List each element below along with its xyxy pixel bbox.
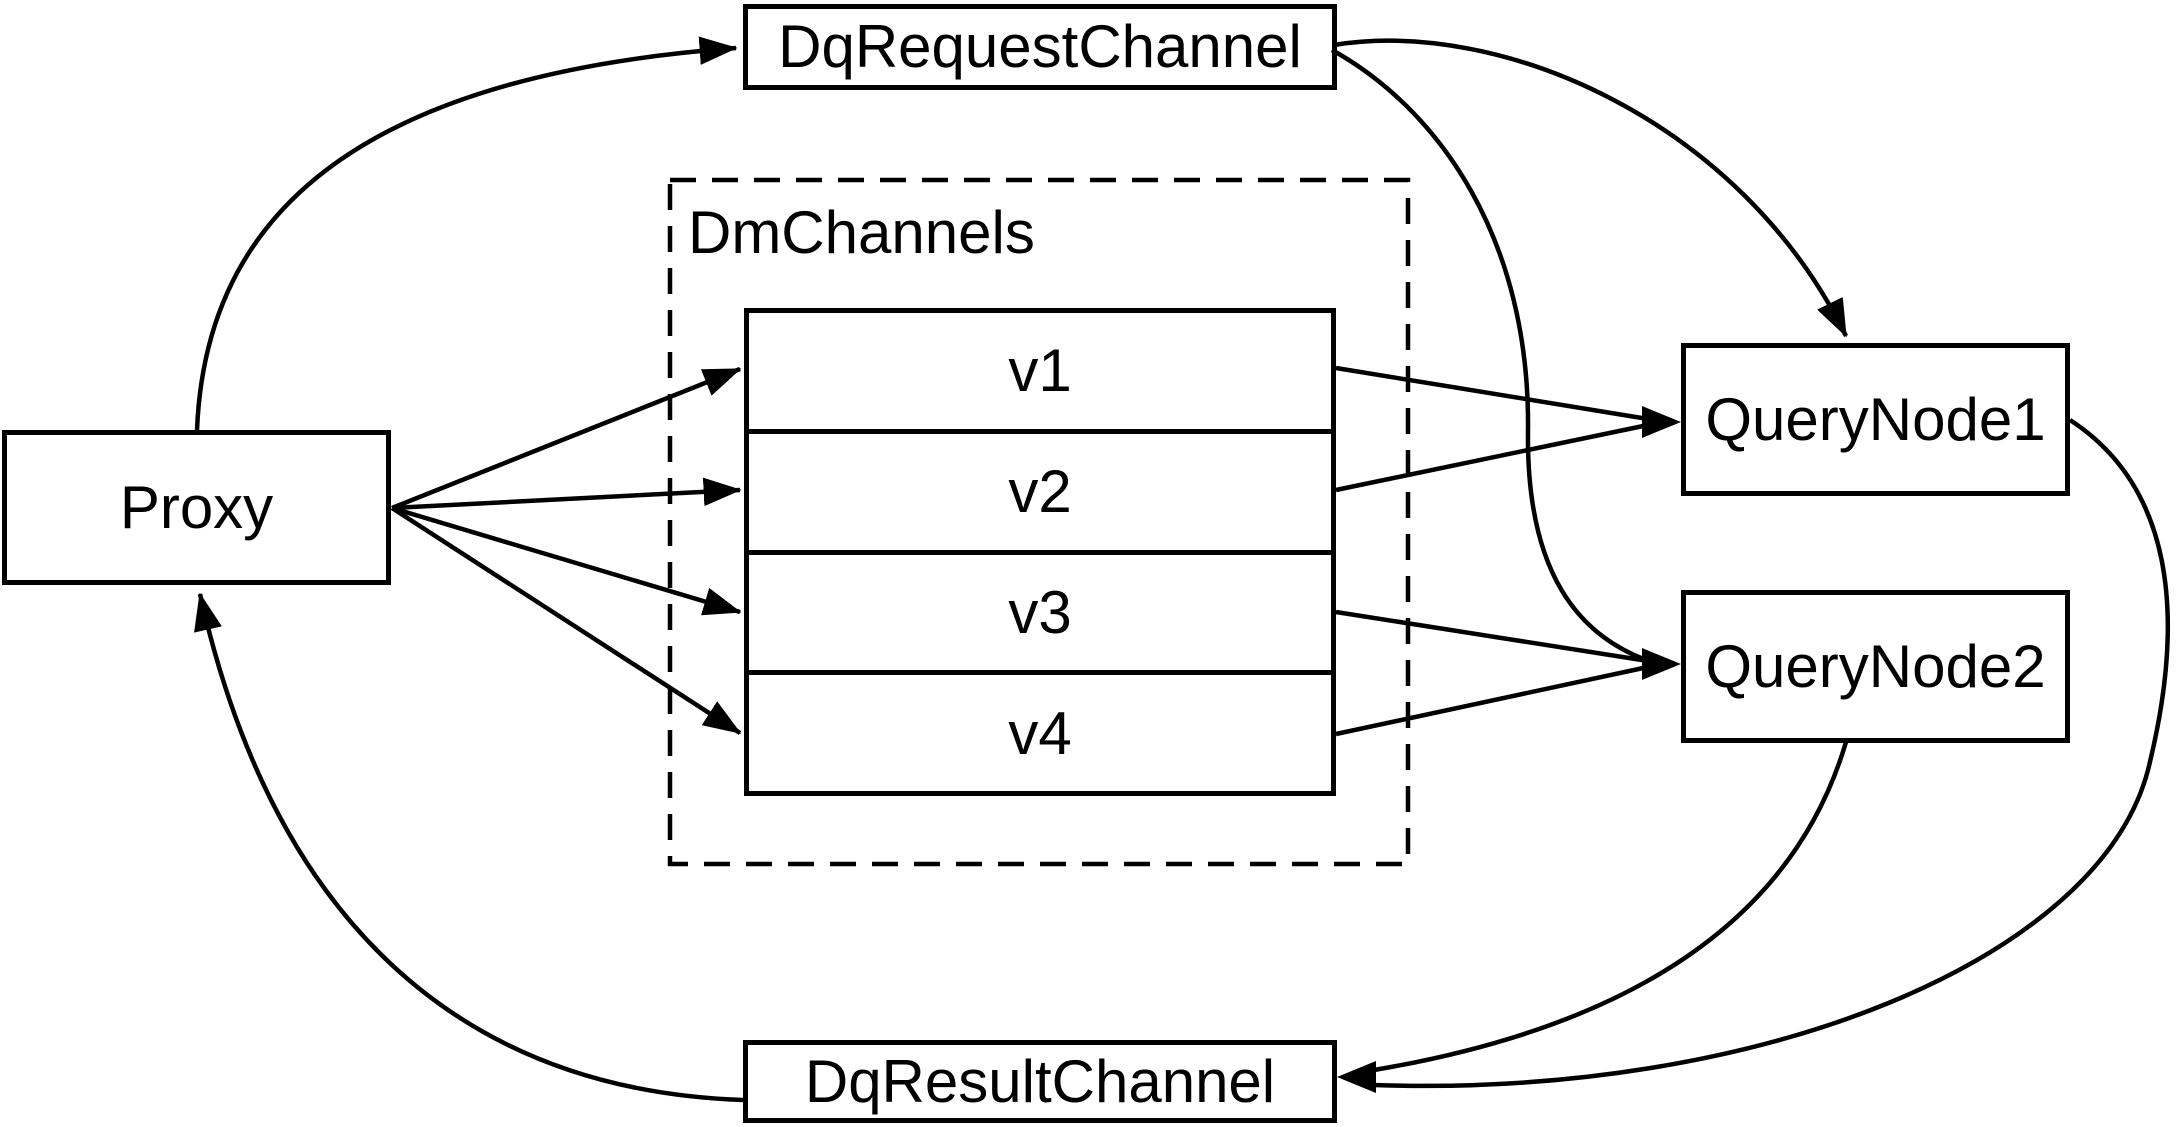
node-dqrequestchannel-label: DqRequestChannel [778, 13, 1302, 80]
channel-row-v2: v2 [749, 434, 1331, 555]
arrowhead-querynode2-left [1642, 648, 1681, 680]
edge-proxy-to-v3 [391, 505, 742, 616]
channel-row-v1: v1 [749, 313, 1331, 434]
edge-dqrequestchannel-to-querynode1 [1333, 38, 1849, 338]
dmchannels-group-label: DmChannels [688, 199, 1035, 266]
edge-querynode1-to-dqresultchannel [1373, 418, 2171, 1089]
node-dqresultchannel-label: DqResultChannel [804, 1047, 1276, 1115]
edge-v4-to-querynode2 [1335, 664, 1649, 737]
edge-dqrequestchannel-to-querynode2 [1330, 48, 1647, 663]
edge-proxy-to-v4 [390, 506, 742, 735]
channel-row-v4: v4 [1008, 699, 1072, 767]
arrowhead-dqresultchannel-right [1337, 1061, 1376, 1093]
node-querynode1: QueryNode1 [1681, 343, 2070, 496]
edge-v3-to-querynode2 [1335, 609, 1649, 664]
node-dqrequestchannel: DqRequestChannel [743, 4, 1337, 90]
edge-dqresultchannel-to-proxy [194, 592, 744, 1103]
edge-v2-to-querynode1 [1335, 422, 1649, 493]
edge-proxy-to-v2 [391, 477, 742, 511]
edge-proxy-to-v1 [391, 366, 742, 511]
node-proxy-label: Proxy [119, 473, 274, 541]
node-querynode2: QueryNode2 [1681, 590, 2070, 743]
node-proxy: Proxy [2, 430, 391, 585]
edge-v1-to-querynode1 [1335, 365, 1649, 422]
node-querynode1-label: QueryNode1 [1705, 385, 2046, 453]
node-dqresultchannel: DqResultChannel [743, 1040, 1337, 1123]
edge-querynode2-to-dqresultchannel [1373, 741, 1849, 1073]
node-querynode2-label: QueryNode2 [1705, 632, 2046, 700]
arrowhead-querynode1-left [1642, 406, 1681, 438]
edge-proxy-to-dqrequestchannel [194, 36, 738, 431]
channel-row-v3: v3 [749, 555, 1331, 676]
channel-stack: v1 v2 v3 v4 [744, 308, 1336, 796]
